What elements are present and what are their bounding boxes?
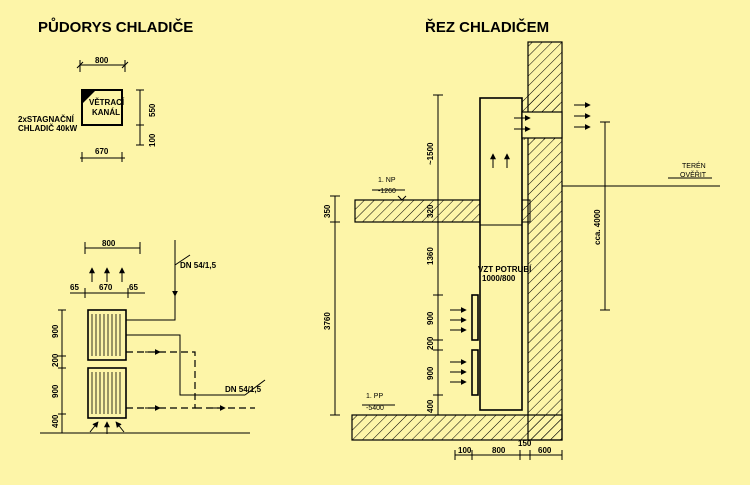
plan-detail-view: 800 65 670 65 [40, 239, 266, 434]
pipe-label-bottom: DN 54/1,5 [225, 385, 262, 394]
level-np-name: 1. NP [378, 177, 396, 184]
cooler-label-2: CHLADIČ 40kW [18, 124, 78, 133]
box-label-2: KANÁL [92, 108, 120, 117]
duct-label-2: 1000/800 [482, 274, 516, 283]
dim-1500: ~1500 [426, 142, 435, 165]
detail-dim-800: 800 [102, 239, 116, 248]
duct-label-1: VZT POTRUBÍ [478, 265, 532, 274]
detail-dim-670: 670 [99, 283, 113, 292]
terrain-label-1: TERÉN [682, 161, 706, 170]
terrain-label-2: OVĚŘIT [680, 170, 707, 179]
cooler-unit-lower [87, 367, 127, 419]
detail-dim-65-left: 65 [70, 283, 79, 292]
ventilation-box [81, 89, 123, 126]
detail-dim-900b: 900 [51, 384, 60, 398]
box-label-1: VĚTRACÍ [89, 98, 125, 107]
section-title: ŘEZ CHLADIČEM [425, 18, 549, 36]
level-pp-name: 1. PP [366, 393, 383, 400]
dim-350: 350 [323, 204, 332, 218]
plan-dim-800: 800 [95, 56, 109, 65]
plan-top-view: 800 VĚTRACÍ KANÁL 550 100 670 2xSTAGNAČN… [18, 56, 157, 162]
dim-1360: 1360 [426, 247, 435, 265]
detail-dim-65-right: 65 [129, 283, 138, 292]
detail-dim-900a: 900 [51, 324, 60, 338]
level-np-value: -1260 [378, 188, 396, 195]
vzt-duct [479, 97, 523, 411]
floor-slab [351, 414, 563, 441]
dim-900b: 900 [426, 366, 435, 380]
level-pp-value: -5400 [366, 405, 384, 412]
bottom-dim-600: 600 [538, 446, 552, 455]
section-view: VZT POTRUBÍ 1000/800 TERÉN OVĚŘIT cca. 4… [323, 41, 720, 460]
detail-dim-400: 400 [51, 414, 60, 428]
dim-200: 200 [426, 336, 435, 350]
dim-3760: 3760 [323, 312, 332, 330]
dim-cca-4000: cca. 4000 [593, 209, 602, 245]
dim-900a: 900 [426, 311, 435, 325]
bottom-dim-800: 800 [492, 446, 506, 455]
bottom-dim-100: 100 [458, 446, 472, 455]
plan-title: PŮDORYS CHLADIČE [38, 17, 193, 36]
pipe-label-top: DN 54/1,5 [180, 261, 217, 270]
bottom-dim-150: 150 [518, 439, 532, 448]
dim-320: 320 [426, 204, 435, 218]
plan-dim-550: 550 [148, 103, 157, 117]
plan-dim-100: 100 [148, 133, 157, 147]
np-slab [354, 199, 481, 223]
dim-400: 400 [426, 399, 435, 413]
plan-dim-670: 670 [95, 147, 109, 156]
cooler-label-1: 2xSTAGNAČNÍ [18, 115, 75, 124]
detail-dim-200: 200 [51, 353, 60, 367]
